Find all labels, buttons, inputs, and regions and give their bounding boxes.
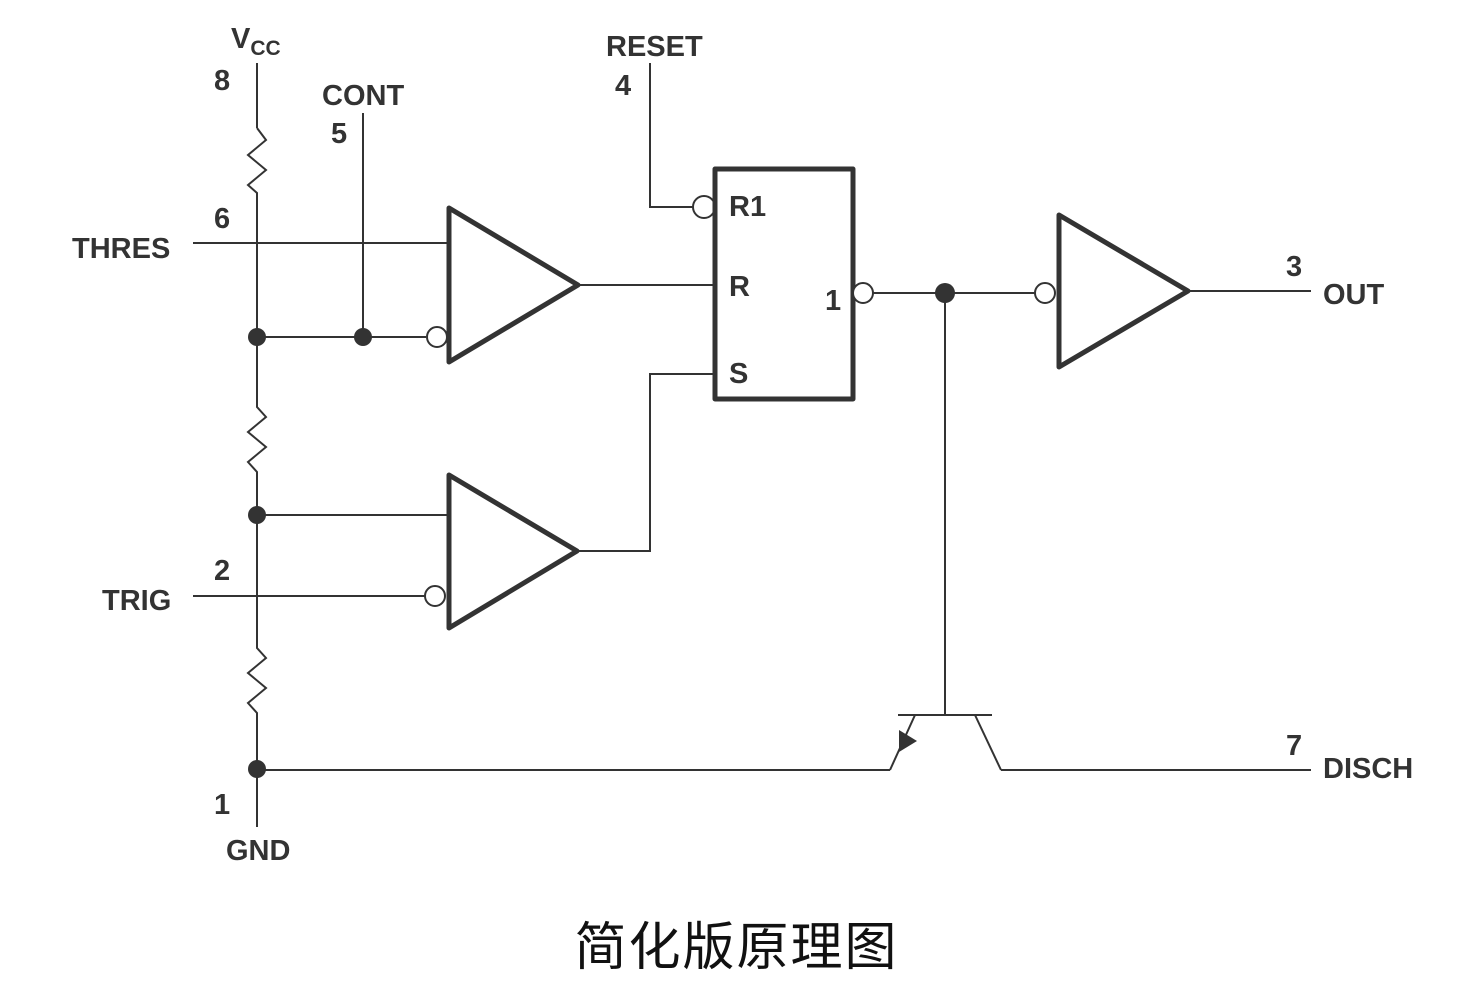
reset-label: RESET (606, 31, 703, 63)
out-pin-number: 3 (1286, 251, 1302, 283)
junction-dot (354, 328, 372, 346)
gnd-pin-number: 1 (214, 789, 230, 821)
comparator-to-s-wire (577, 373, 715, 552)
disch-pin-number: 7 (1286, 730, 1302, 762)
junction-dot (248, 760, 266, 778)
rs-flipflop (712, 166, 856, 402)
disch-label: DISCH (1323, 753, 1413, 785)
vcc-label: VCC (231, 23, 281, 60)
vcc-pin-number: 8 (214, 65, 230, 97)
junction-dot (248, 328, 266, 346)
trig-label: TRIG (102, 585, 171, 617)
inverting-bubble (424, 585, 446, 607)
cont-label: CONT (322, 80, 404, 112)
gnd-label: GND (226, 835, 290, 867)
thres-pin-number: 6 (214, 203, 230, 235)
reset-wire (649, 63, 693, 208)
junction-dot (248, 506, 266, 524)
diagram-caption: 简化版原理图 (574, 918, 899, 978)
output-inverter (1056, 212, 1191, 370)
flipflop-input-r: R (729, 271, 750, 303)
reset-pin-number: 4 (615, 70, 631, 102)
trig-pin-number: 2 (214, 555, 230, 587)
reset-bubble (692, 195, 716, 219)
threshold-comparator (446, 205, 581, 365)
resistor-middle (246, 337, 268, 515)
out-label: OUT (1323, 279, 1385, 311)
inverting-bubble (426, 326, 448, 348)
inverter-input-bubble (1034, 282, 1056, 304)
emitter-arrow-icon (899, 730, 917, 752)
flipflop-input-r1: R1 (729, 191, 766, 223)
thres-label: THRES (72, 233, 170, 265)
flipflop-output-bubble (852, 282, 874, 304)
resistor-top (246, 127, 268, 337)
cont-pin-number: 5 (331, 118, 347, 150)
discharge-transistor (889, 714, 1002, 771)
flipflop-input-s: S (729, 358, 748, 390)
resistor-bottom (246, 515, 268, 827)
flipflop-output-label: 1 (825, 285, 841, 317)
trigger-comparator (446, 472, 580, 631)
